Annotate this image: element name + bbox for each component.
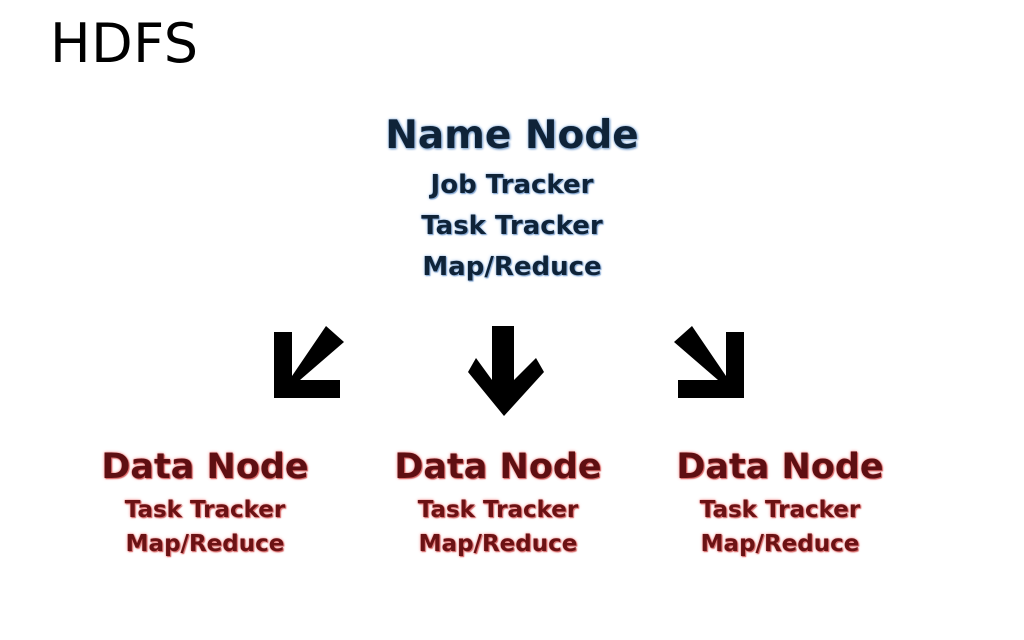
name-node-task-tracker: Task Tracker [421,211,603,241]
data-node-title: Data Node [394,447,602,487]
arrow-down-left-icon [274,326,344,398]
name-node-title: Name Node [385,113,639,158]
name-node: Name Node Job Tracker Task Tracker Map/R… [312,116,712,288]
data-node-map-reduce: Map/Reduce [418,531,578,557]
name-node-job-tracker: Job Tracker [430,170,594,200]
data-node-task-tracker: Task Tracker [699,497,861,523]
data-node-3: Data Node Task Tracker Map/Reduce [650,450,910,561]
data-node-task-tracker: Task Tracker [417,497,579,523]
data-node-task-tracker: Task Tracker [124,497,286,523]
arrow-down-icon [468,326,544,416]
data-node-map-reduce: Map/Reduce [700,531,860,557]
data-node-title: Data Node [676,447,884,487]
name-node-map-reduce: Map/Reduce [422,252,602,282]
data-node-map-reduce: Map/Reduce [125,531,285,557]
data-node-2: Data Node Task Tracker Map/Reduce [368,450,628,561]
data-node-1: Data Node Task Tracker Map/Reduce [75,450,335,561]
data-node-title: Data Node [101,447,309,487]
slide-title: HDFS [50,12,199,75]
arrow-down-right-icon [674,326,744,398]
